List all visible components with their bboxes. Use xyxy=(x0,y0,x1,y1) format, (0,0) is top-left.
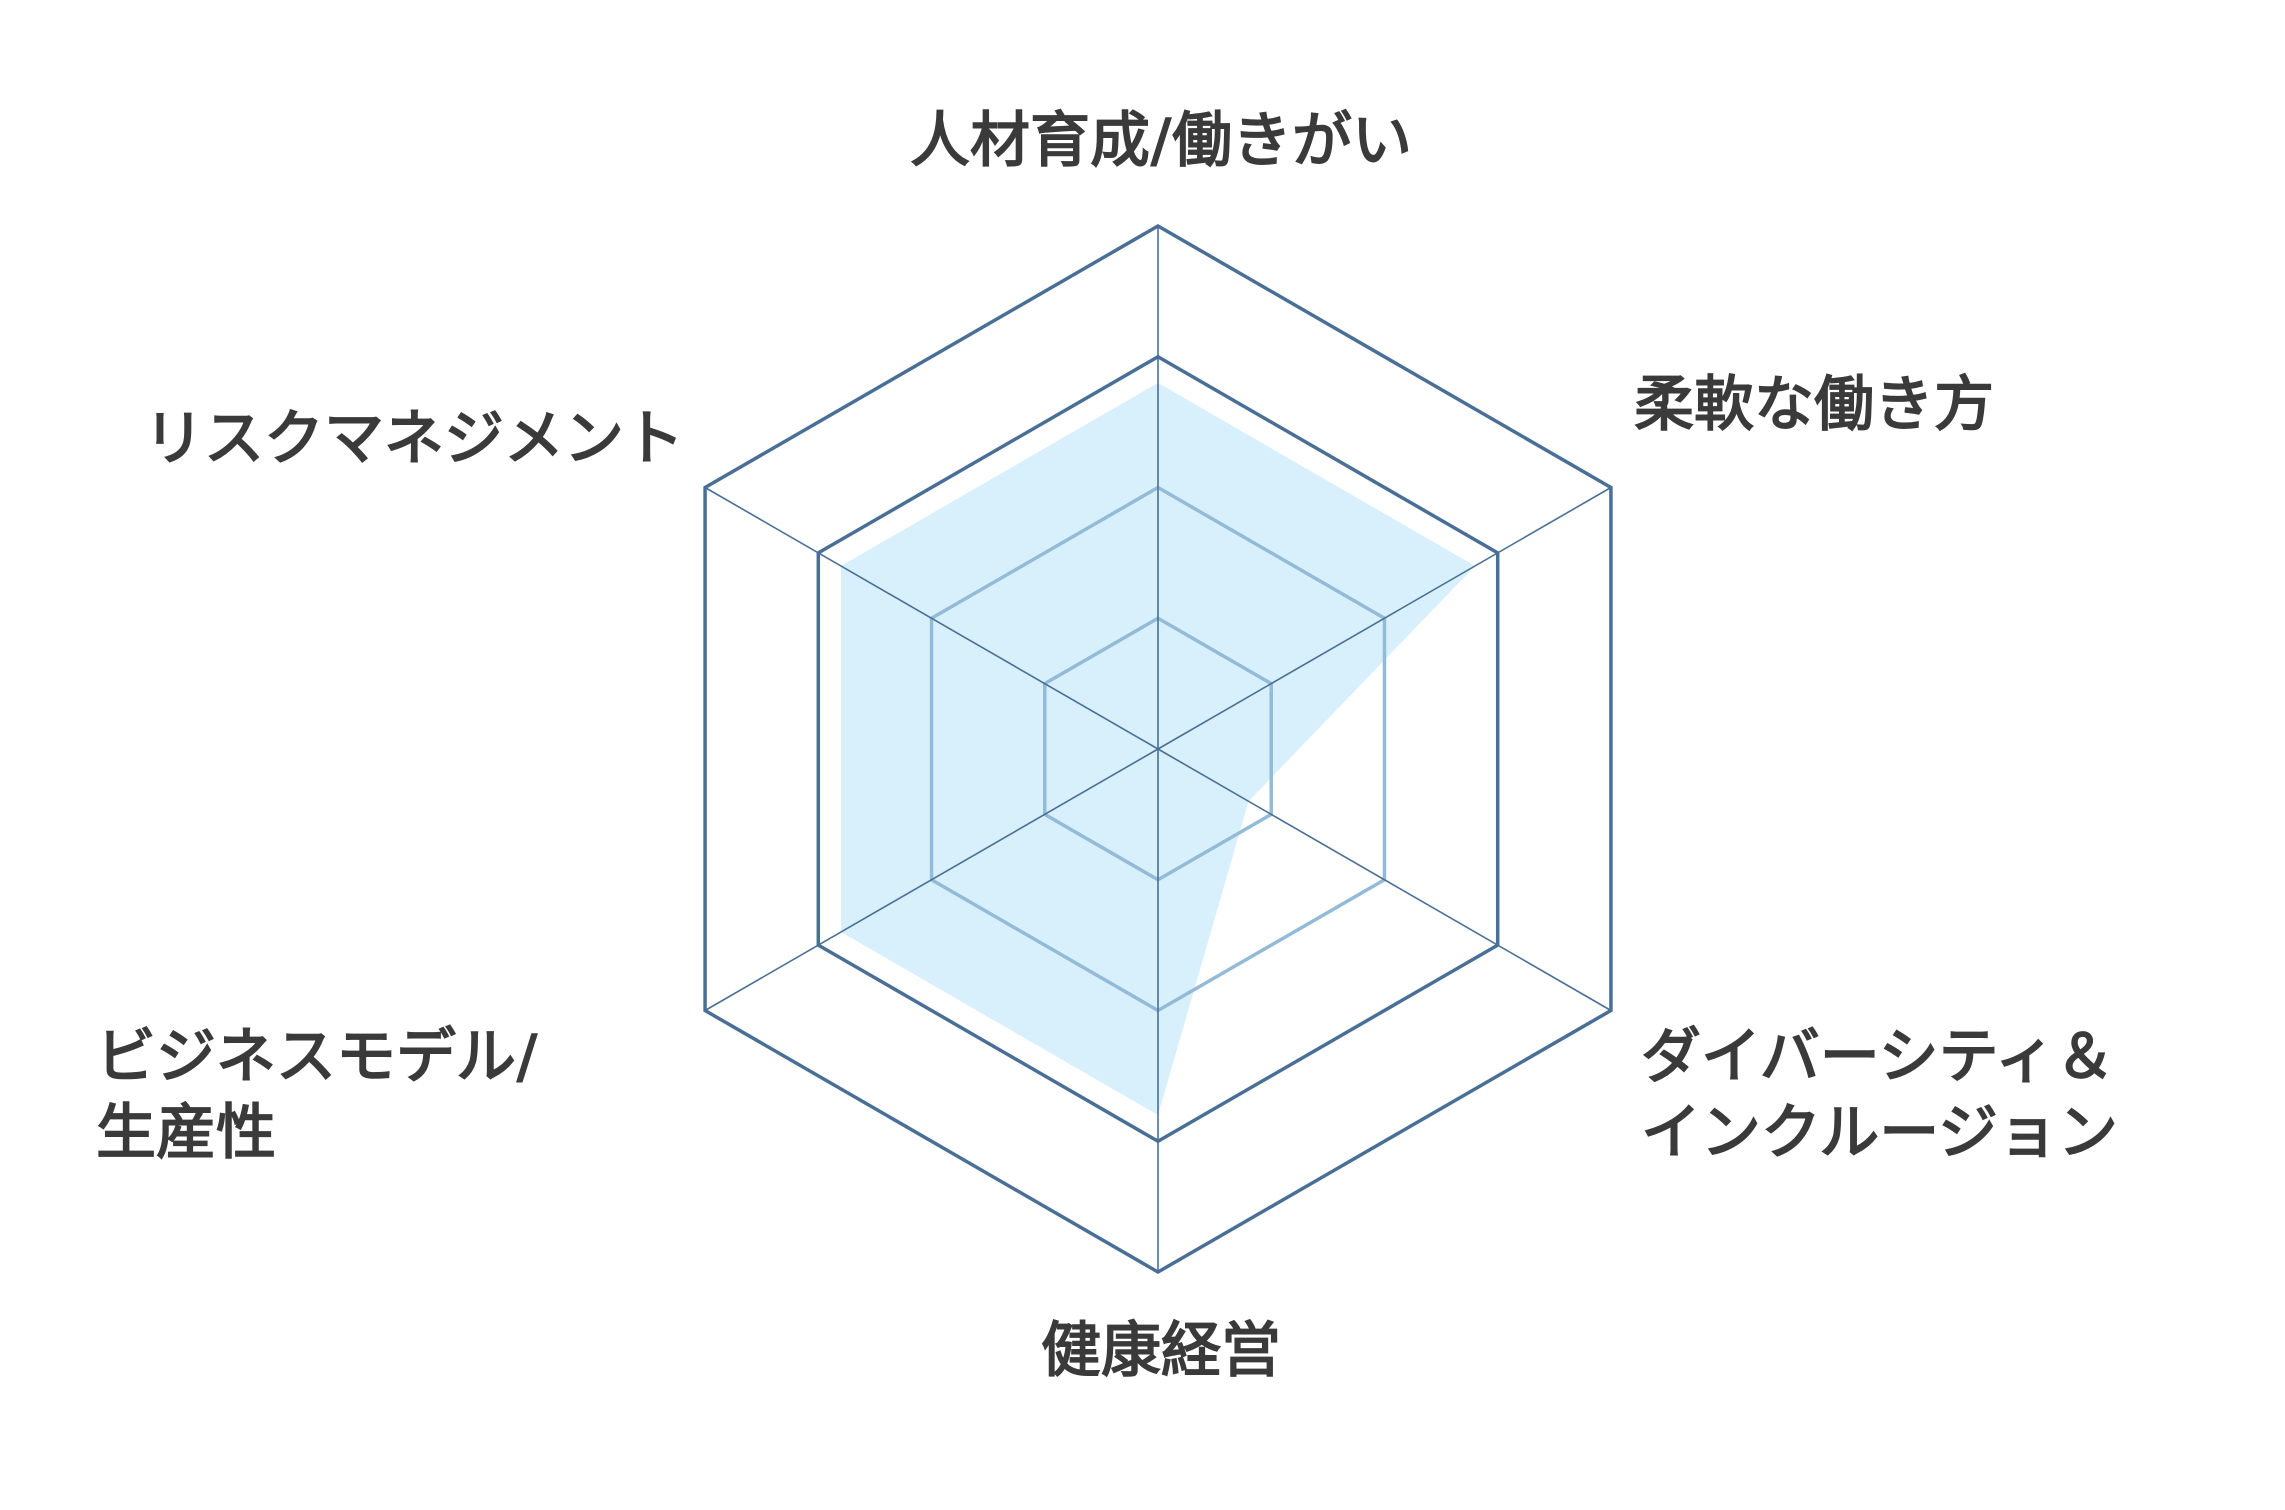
axis-label-2: ダイバーシティ＆インクルージョン xyxy=(1641,1022,2118,1168)
axis-label-3: 健康経営 xyxy=(1041,1316,1281,1386)
axis-spoke-2 xyxy=(1157,748,1612,1012)
axis-label-1: 柔軟な働き方 xyxy=(1634,370,1994,440)
axis-spoke-1 xyxy=(1157,486,1612,750)
axis-label-4: ビジネスモデル/生産性 xyxy=(96,1022,538,1168)
axis-label-5: リスクマネジメント xyxy=(144,404,684,474)
axis-spoke-4 xyxy=(704,748,1159,1012)
axis-spoke-5 xyxy=(704,486,1159,750)
axis-label-0: 人材育成/働きがい xyxy=(910,106,1412,176)
